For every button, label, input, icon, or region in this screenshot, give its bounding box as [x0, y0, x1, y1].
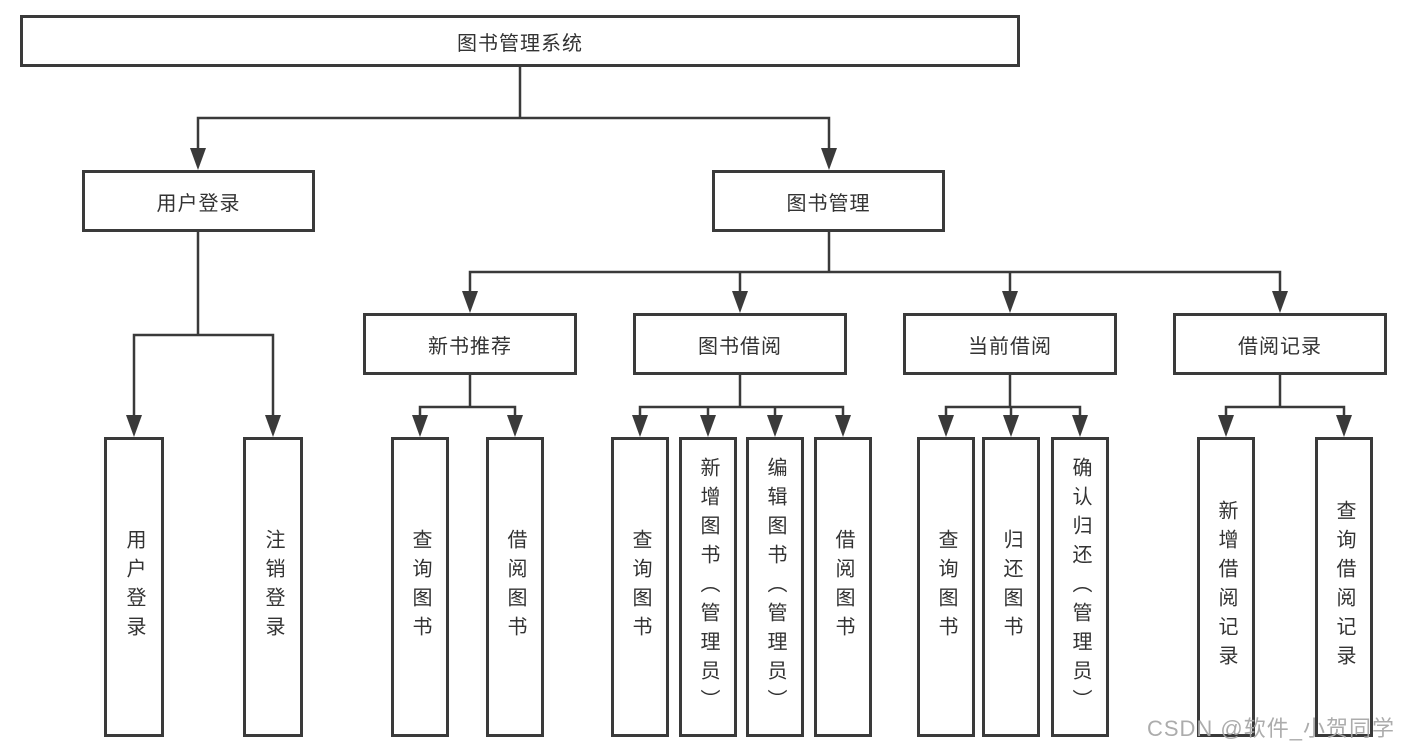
leaf-user-login-label: 用户登录 [123, 529, 145, 645]
node-borrow-records: 借阅记录 [1173, 313, 1387, 375]
leaf-query-borrow-record: 查询借阅记录 [1315, 437, 1373, 737]
arrowhead [700, 415, 716, 437]
leaf-add-book-admin-label: 新增图书（管理员） [697, 456, 719, 718]
arrowhead [462, 291, 478, 313]
arrowhead [938, 415, 954, 437]
leaf-add-borrow-record-label: 新增借阅记录 [1215, 500, 1237, 674]
arrowhead [1272, 291, 1288, 313]
node-root-label: 图书管理系统 [457, 32, 583, 55]
leaf-return-book: 归还图书 [982, 437, 1040, 737]
arrowhead [1003, 415, 1019, 437]
arrowhead [767, 415, 783, 437]
leaf-query-books-2-label: 查询图书 [629, 529, 651, 645]
leaf-logout: 注销登录 [243, 437, 303, 737]
leaf-query-borrow-record-label: 查询借阅记录 [1333, 500, 1355, 674]
arrowhead [412, 415, 428, 437]
leaf-confirm-return-admin-label: 确认归还（管理员） [1069, 456, 1091, 718]
leaf-borrow-books-1: 借阅图书 [486, 437, 544, 737]
leaf-borrow-books-2-label: 借阅图书 [832, 529, 854, 645]
leaf-user-login: 用户登录 [104, 437, 164, 737]
arrowhead [835, 415, 851, 437]
arrowhead [1336, 415, 1352, 437]
node-book-borrow-label: 图书借阅 [698, 335, 782, 358]
node-user-login: 用户登录 [82, 170, 315, 232]
leaf-confirm-return-admin: 确认归还（管理员） [1051, 437, 1109, 737]
leaf-borrow-books-1-label: 借阅图书 [504, 529, 526, 645]
leaf-query-books-2: 查询图书 [611, 437, 669, 737]
arrowhead [507, 415, 523, 437]
connector-current-rail [944, 405, 1082, 417]
node-current-borrow: 当前借阅 [903, 313, 1117, 375]
leaf-logout-label: 注销登录 [262, 529, 284, 645]
connector-bookmgmt-rail [468, 270, 1282, 293]
arrowhead [1218, 415, 1234, 437]
node-borrow-records-label: 借阅记录 [1238, 335, 1322, 358]
arrowhead [1072, 415, 1088, 437]
node-user-login-label: 用户登录 [156, 192, 241, 215]
leaf-query-books-3: 查询图书 [917, 437, 975, 737]
arrowhead [190, 148, 206, 170]
node-new-book-recommend-label: 新书推荐 [428, 335, 512, 358]
arrowhead [265, 415, 281, 437]
connector-records-rail [1224, 405, 1346, 417]
node-book-management: 图书管理 [712, 170, 945, 232]
leaf-edit-book-admin: 编辑图书（管理员） [746, 437, 804, 737]
leaf-add-borrow-record: 新增借阅记录 [1197, 437, 1255, 737]
connector-userlogin-rail [132, 333, 275, 417]
arrowhead [1002, 291, 1018, 313]
connector-root-rail [196, 116, 831, 150]
node-current-borrow-label: 当前借阅 [968, 335, 1052, 358]
node-new-book-recommend: 新书推荐 [363, 313, 577, 375]
leaf-return-book-label: 归还图书 [1000, 529, 1022, 645]
leaf-borrow-books-2: 借阅图书 [814, 437, 872, 737]
arrowhead [632, 415, 648, 437]
node-book-borrow: 图书借阅 [633, 313, 847, 375]
leaf-edit-book-admin-label: 编辑图书（管理员） [764, 456, 786, 718]
arrowhead [821, 148, 837, 170]
connector-borrow-rail [638, 405, 845, 417]
arrowhead [126, 415, 142, 437]
leaf-query-books-1: 查询图书 [391, 437, 449, 737]
leaf-add-book-admin: 新增图书（管理员） [679, 437, 737, 737]
node-book-management-label: 图书管理 [786, 192, 871, 215]
arrowhead [732, 291, 748, 313]
node-root: 图书管理系统 [20, 15, 1020, 67]
connector-newbook-rail [418, 405, 517, 417]
csdn-watermark: CSDN @软件_小贺同学 [1146, 716, 1395, 741]
leaf-query-books-3-label: 查询图书 [935, 529, 957, 645]
leaf-query-books-1-label: 查询图书 [409, 529, 431, 645]
